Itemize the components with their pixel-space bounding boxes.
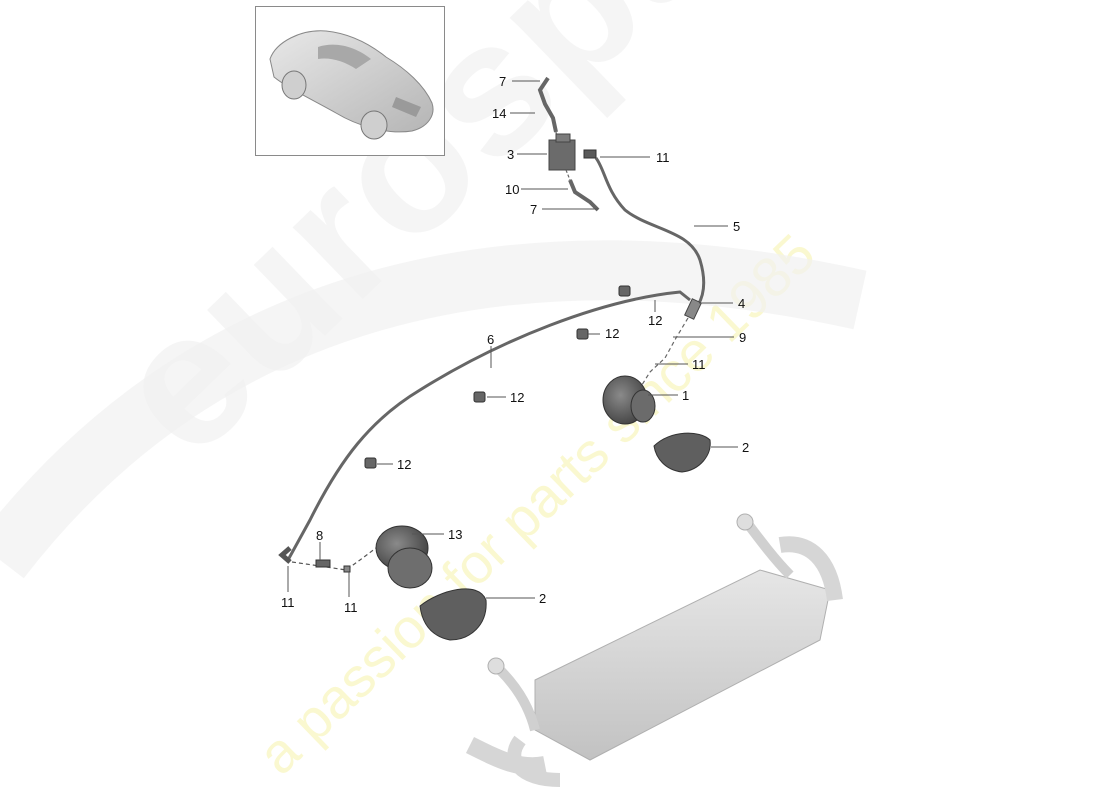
callout-7[interactable]: 7 xyxy=(530,202,538,217)
callout-13[interactable]: 13 xyxy=(448,527,463,542)
callout-12[interactable]: 12 xyxy=(605,326,620,341)
callout-7[interactable]: 7 xyxy=(499,74,507,89)
callout-2[interactable]: 2 xyxy=(742,440,750,455)
callout-12[interactable]: 12 xyxy=(510,390,525,405)
callout-11[interactable]: 11 xyxy=(281,595,295,610)
callout-2[interactable]: 2 xyxy=(539,591,547,606)
callout-10[interactable]: 10 xyxy=(505,182,520,197)
callout-3[interactable]: 3 xyxy=(507,147,515,162)
sound-actuator-1 xyxy=(602,375,656,425)
vacuum-line-6 xyxy=(286,290,691,561)
callout-5[interactable]: 5 xyxy=(733,219,741,234)
car-thumbnail-icon xyxy=(269,30,434,140)
callout-8[interactable]: 8 xyxy=(316,528,324,543)
callout-11[interactable]: 11 xyxy=(344,600,358,615)
callout-12[interactable]: 12 xyxy=(397,457,412,472)
callout-1[interactable]: 1 xyxy=(682,388,690,403)
hose-upper-assembly xyxy=(537,76,706,306)
leader-lines xyxy=(287,80,738,599)
callout-9[interactable]: 9 xyxy=(739,330,747,345)
callout-12[interactable]: 12 xyxy=(648,313,663,328)
rear-muffler xyxy=(465,513,843,787)
callout-14[interactable]: 14 xyxy=(492,106,507,121)
callout-11[interactable]: 11 xyxy=(692,357,706,372)
sound-actuator-13 xyxy=(375,525,433,589)
callout-6[interactable]: 6 xyxy=(487,332,495,347)
callout-4[interactable]: 4 xyxy=(738,296,746,311)
vehicle-thumbnail xyxy=(255,6,445,156)
callout-11[interactable]: 11 xyxy=(656,150,670,165)
